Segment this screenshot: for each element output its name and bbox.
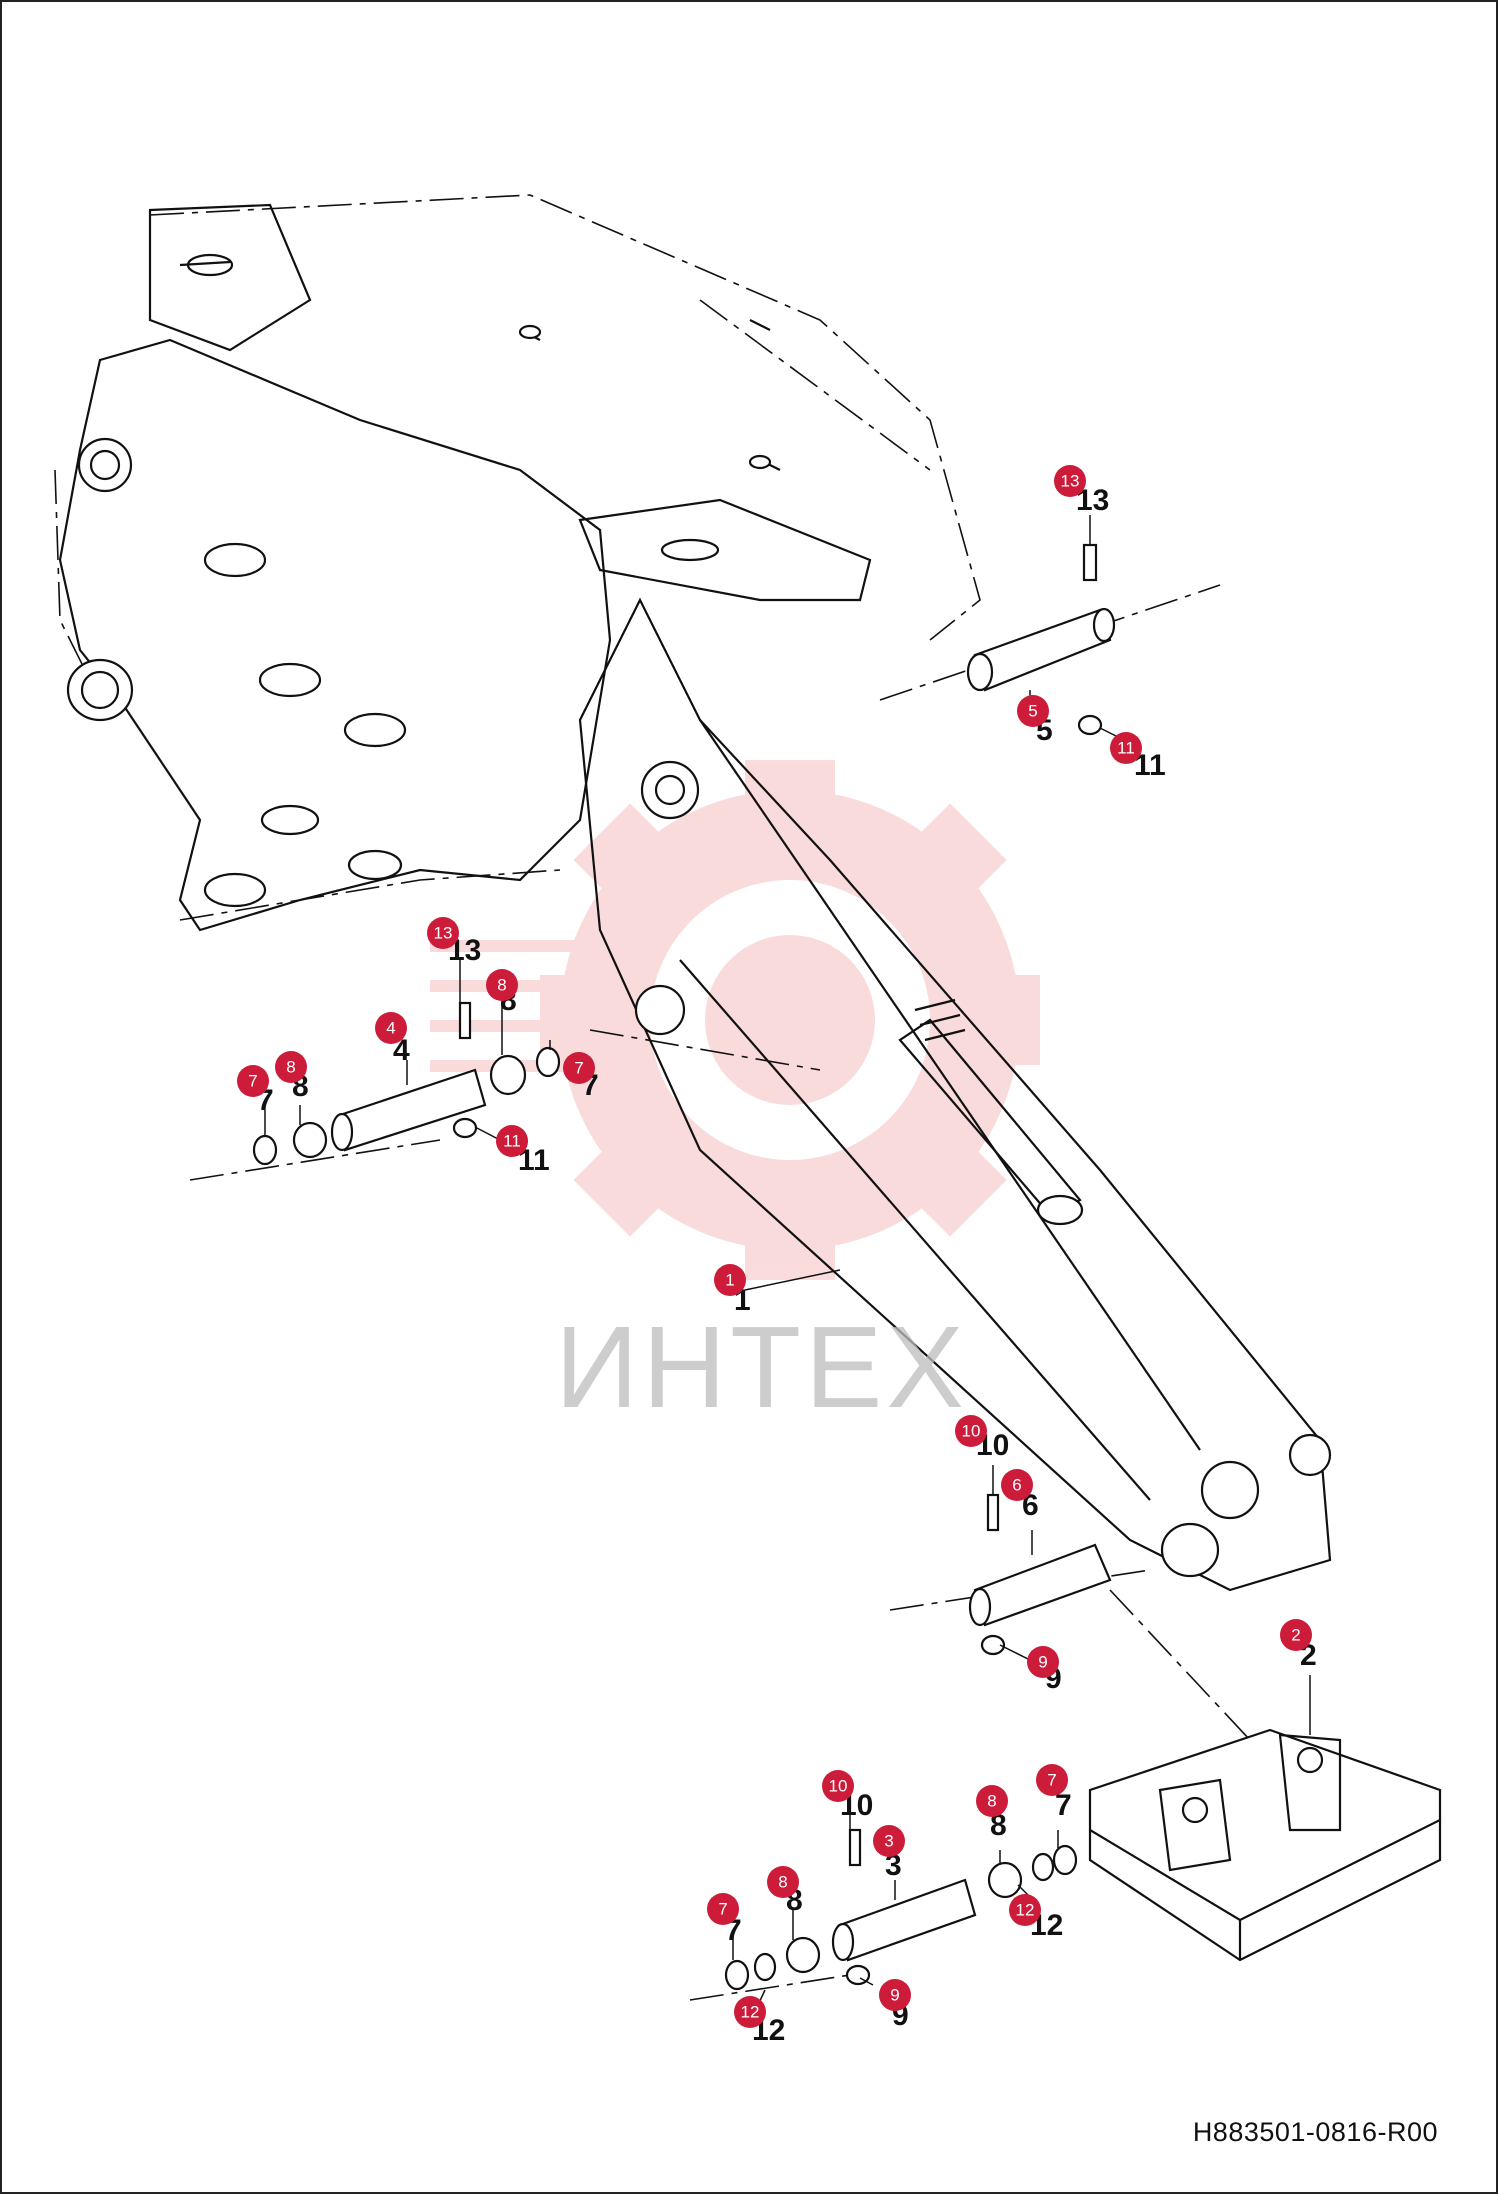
svg-text:8: 8	[286, 1058, 295, 1077]
callout-7-mid-right[interactable]: 7	[563, 1052, 595, 1084]
callout-8-mid-left[interactable]: 8	[275, 1051, 307, 1083]
pin-assembly-upper	[966, 543, 1116, 736]
watermark-text: ИНТЕХ	[555, 1302, 968, 1432]
svg-text:8: 8	[778, 1873, 787, 1892]
svg-text:12: 12	[1016, 1901, 1035, 1920]
callout-8-lower-left[interactable]: 8	[767, 1866, 799, 1898]
svg-text:6: 6	[1012, 1476, 1021, 1495]
svg-text:12: 12	[741, 2003, 760, 2022]
svg-text:13: 13	[1061, 472, 1080, 491]
svg-text:11: 11	[503, 1132, 521, 1151]
callout-12-lower-left[interactable]: 12	[734, 1996, 766, 2028]
svg-text:7: 7	[248, 1072, 257, 1091]
svg-text:7: 7	[718, 1900, 727, 1919]
svg-text:9: 9	[890, 1986, 899, 2005]
document-number: H883501-0816-R00	[1192, 2117, 1438, 2147]
callout-4[interactable]: 4	[375, 1012, 407, 1044]
callout-10-upper[interactable]: 10	[955, 1415, 987, 1447]
callout-13-top[interactable]: 13	[1054, 465, 1086, 497]
svg-text:7: 7	[1047, 1771, 1056, 1790]
callout-13-mid[interactable]: 13	[427, 917, 459, 949]
part-label-8-lower-right: 8	[990, 1809, 1007, 1842]
svg-text:3: 3	[884, 1832, 893, 1851]
callout-7-mid-left[interactable]: 7	[237, 1065, 269, 1097]
callout-7-lower-left[interactable]: 7	[707, 1893, 739, 1925]
svg-text:13: 13	[434, 924, 453, 943]
svg-text:2: 2	[1291, 1626, 1300, 1645]
boom-arm	[578, 597, 1332, 1592]
callout-10-lower[interactable]: 10	[822, 1770, 854, 1802]
callout-7-lower-right[interactable]: 7	[1036, 1764, 1068, 1796]
svg-text:1: 1	[725, 1271, 734, 1290]
part-label-7-lower-right: 7	[1055, 1789, 1072, 1822]
svg-text:7: 7	[574, 1059, 583, 1078]
svg-text:8: 8	[497, 976, 506, 995]
callout-6[interactable]: 6	[1001, 1469, 1033, 1501]
svg-text:5: 5	[1028, 702, 1037, 721]
pin-assembly-middle	[252, 1001, 561, 1166]
callout-9-lower[interactable]: 9	[879, 1979, 911, 2011]
callout-2[interactable]: 2	[1280, 1619, 1312, 1651]
svg-text:10: 10	[829, 1777, 848, 1796]
callout-5[interactable]: 5	[1017, 695, 1049, 727]
pivot-plate	[1088, 1728, 1442, 1962]
chassis-frame	[54, 194, 981, 932]
pin-assembly-lower-boom	[968, 1493, 1112, 1656]
part-label-3: 3	[885, 1849, 902, 1882]
callout-3[interactable]: 3	[873, 1825, 905, 1857]
gear-logo	[430, 760, 1040, 1280]
callout-11-top[interactable]: 11	[1110, 732, 1142, 764]
callout-bubbles: 13 5 11 13 4 8 7 7 8 11 1 10 6 9 2 10 3 …	[237, 465, 1312, 2028]
callout-1[interactable]: 1	[714, 1264, 746, 1296]
svg-text:4: 4	[386, 1019, 395, 1038]
svg-text:10: 10	[962, 1422, 981, 1441]
callout-12-lower-right[interactable]: 12	[1009, 1894, 1041, 1926]
callout-8-mid-right[interactable]: 8	[486, 969, 518, 1001]
svg-text:8: 8	[987, 1792, 996, 1811]
callout-11-mid[interactable]: 11	[496, 1125, 528, 1157]
svg-text:11: 11	[1117, 739, 1135, 758]
callout-8-lower-right[interactable]: 8	[976, 1785, 1008, 1817]
pin-assembly-bottom	[724, 1828, 1078, 1991]
callout-9-upper[interactable]: 9	[1027, 1646, 1059, 1678]
svg-text:9: 9	[1038, 1653, 1047, 1672]
